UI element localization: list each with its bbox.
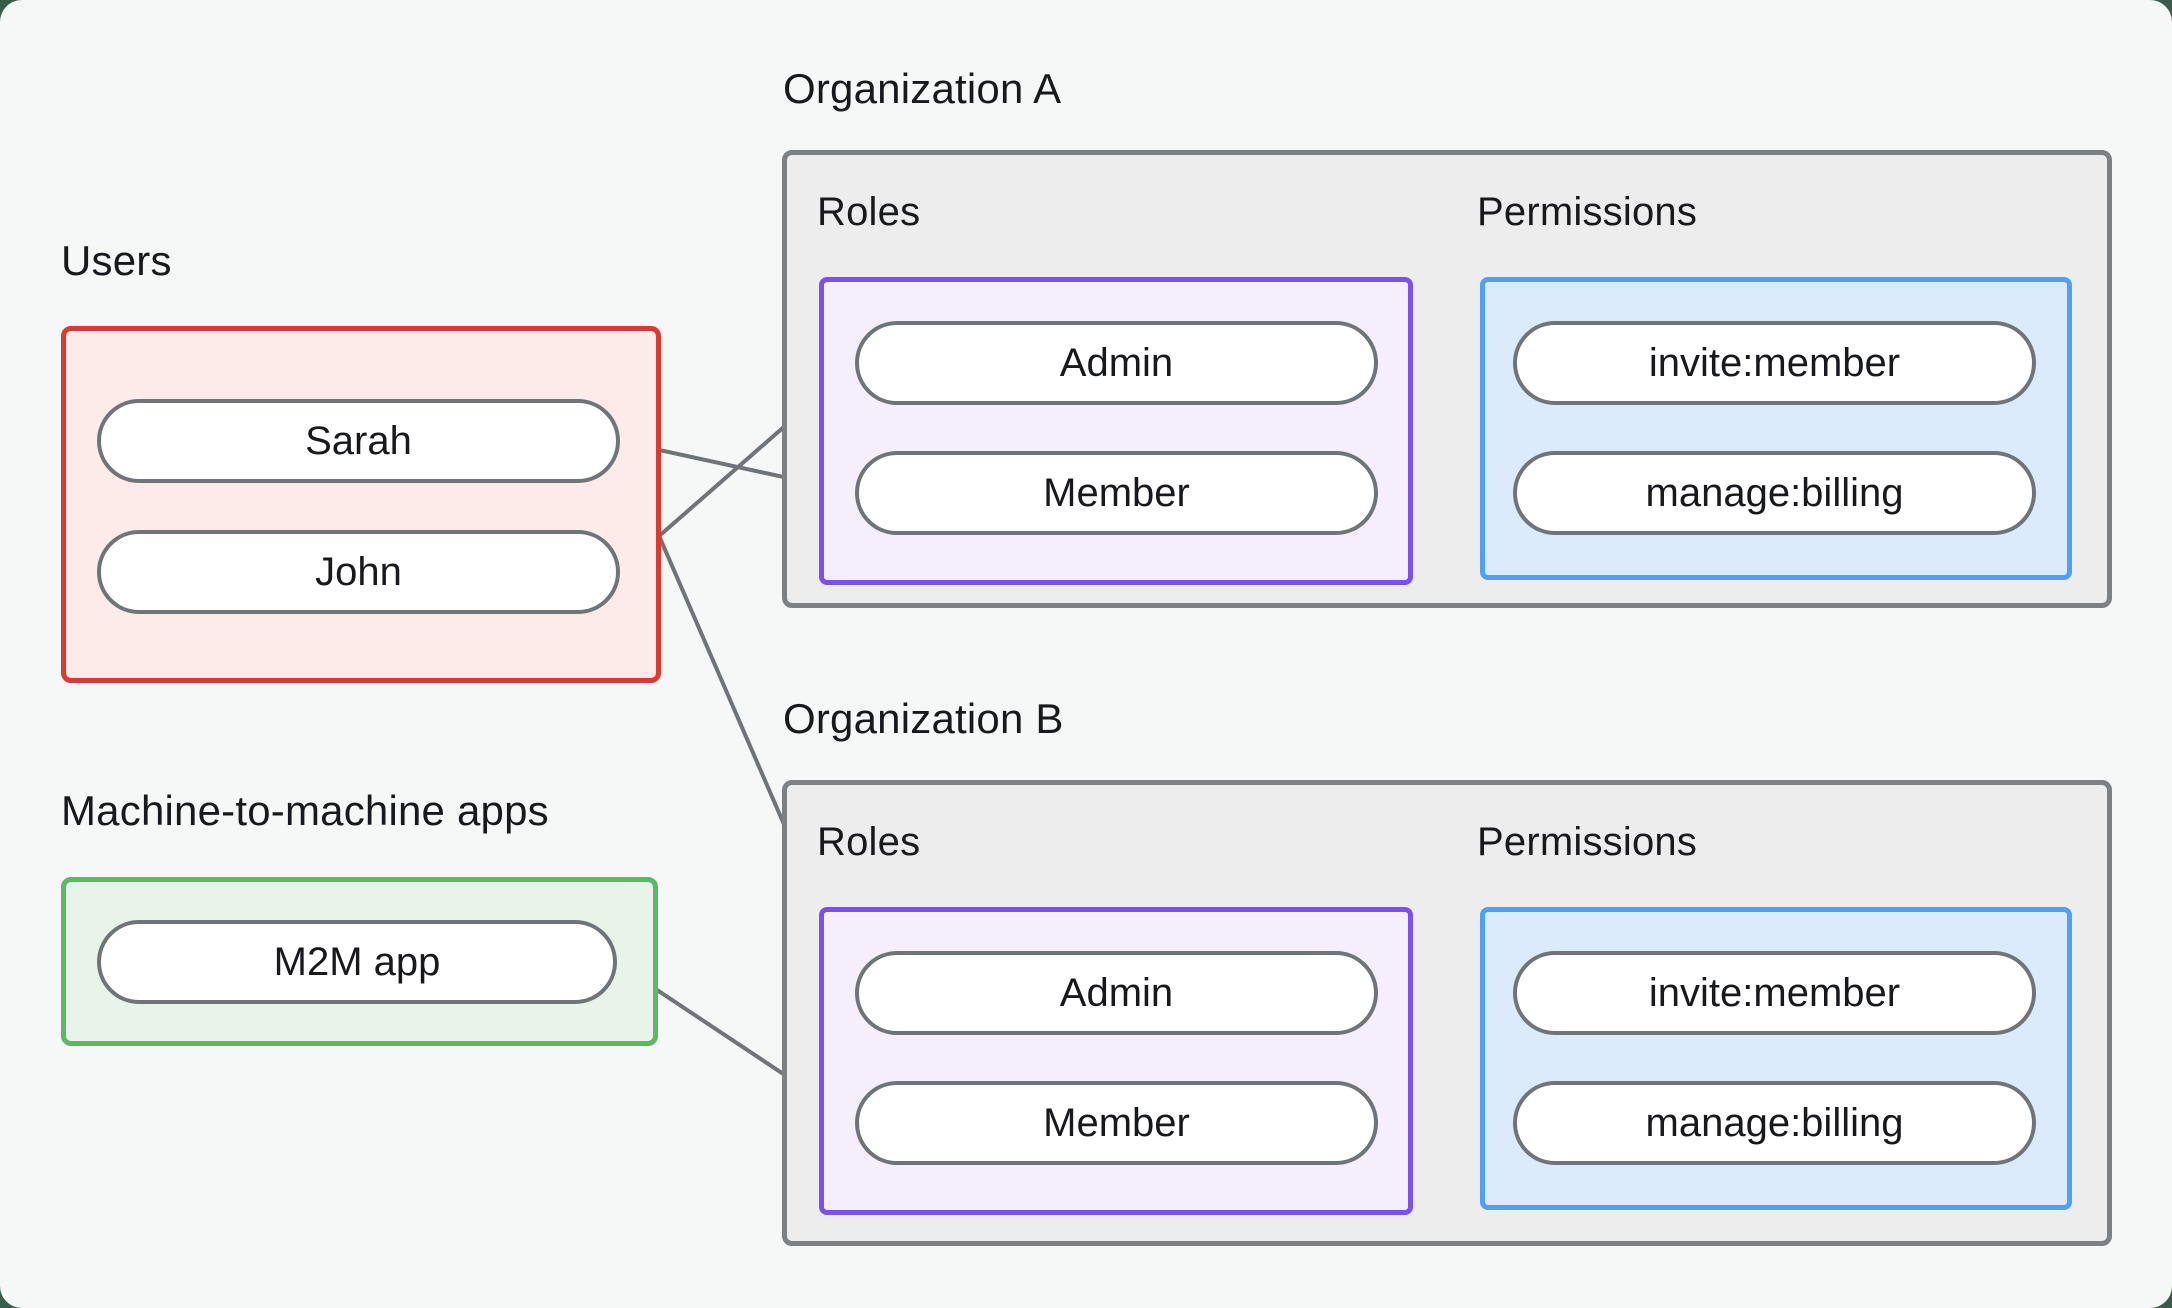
org-b-roles-label: Roles (817, 820, 921, 864)
org-a-permissions-label: Permissions (1477, 190, 1698, 234)
node-org-a-perm-manage-billing: manage:billing (1513, 451, 2036, 535)
node-org-b-perm-invite-member: invite:member (1513, 951, 2036, 1035)
org-b-title: Organization B (783, 695, 1064, 742)
node-org-a-role-admin: Admin (855, 321, 1378, 405)
org-b-permissions-label: Permissions (1477, 820, 1698, 864)
node-org-b-perm-manage-billing: manage:billing (1513, 1081, 2036, 1165)
node-org-b-role-member: Member (855, 1081, 1378, 1165)
node-m2m-app: M2M app (97, 920, 617, 1004)
node-user-john: John (97, 530, 620, 614)
m2m-group-title: Machine-to-machine apps (61, 787, 549, 834)
users-group-title: Users (61, 237, 172, 284)
node-org-a-perm-invite-member: invite:member (1513, 321, 2036, 405)
users-group-box (61, 326, 661, 683)
node-user-sarah: Sarah (97, 399, 620, 483)
node-org-b-role-admin: Admin (855, 951, 1378, 1035)
org-a-title: Organization A (783, 65, 1062, 112)
node-org-a-role-member: Member (855, 451, 1378, 535)
org-a-roles-label: Roles (817, 190, 921, 234)
